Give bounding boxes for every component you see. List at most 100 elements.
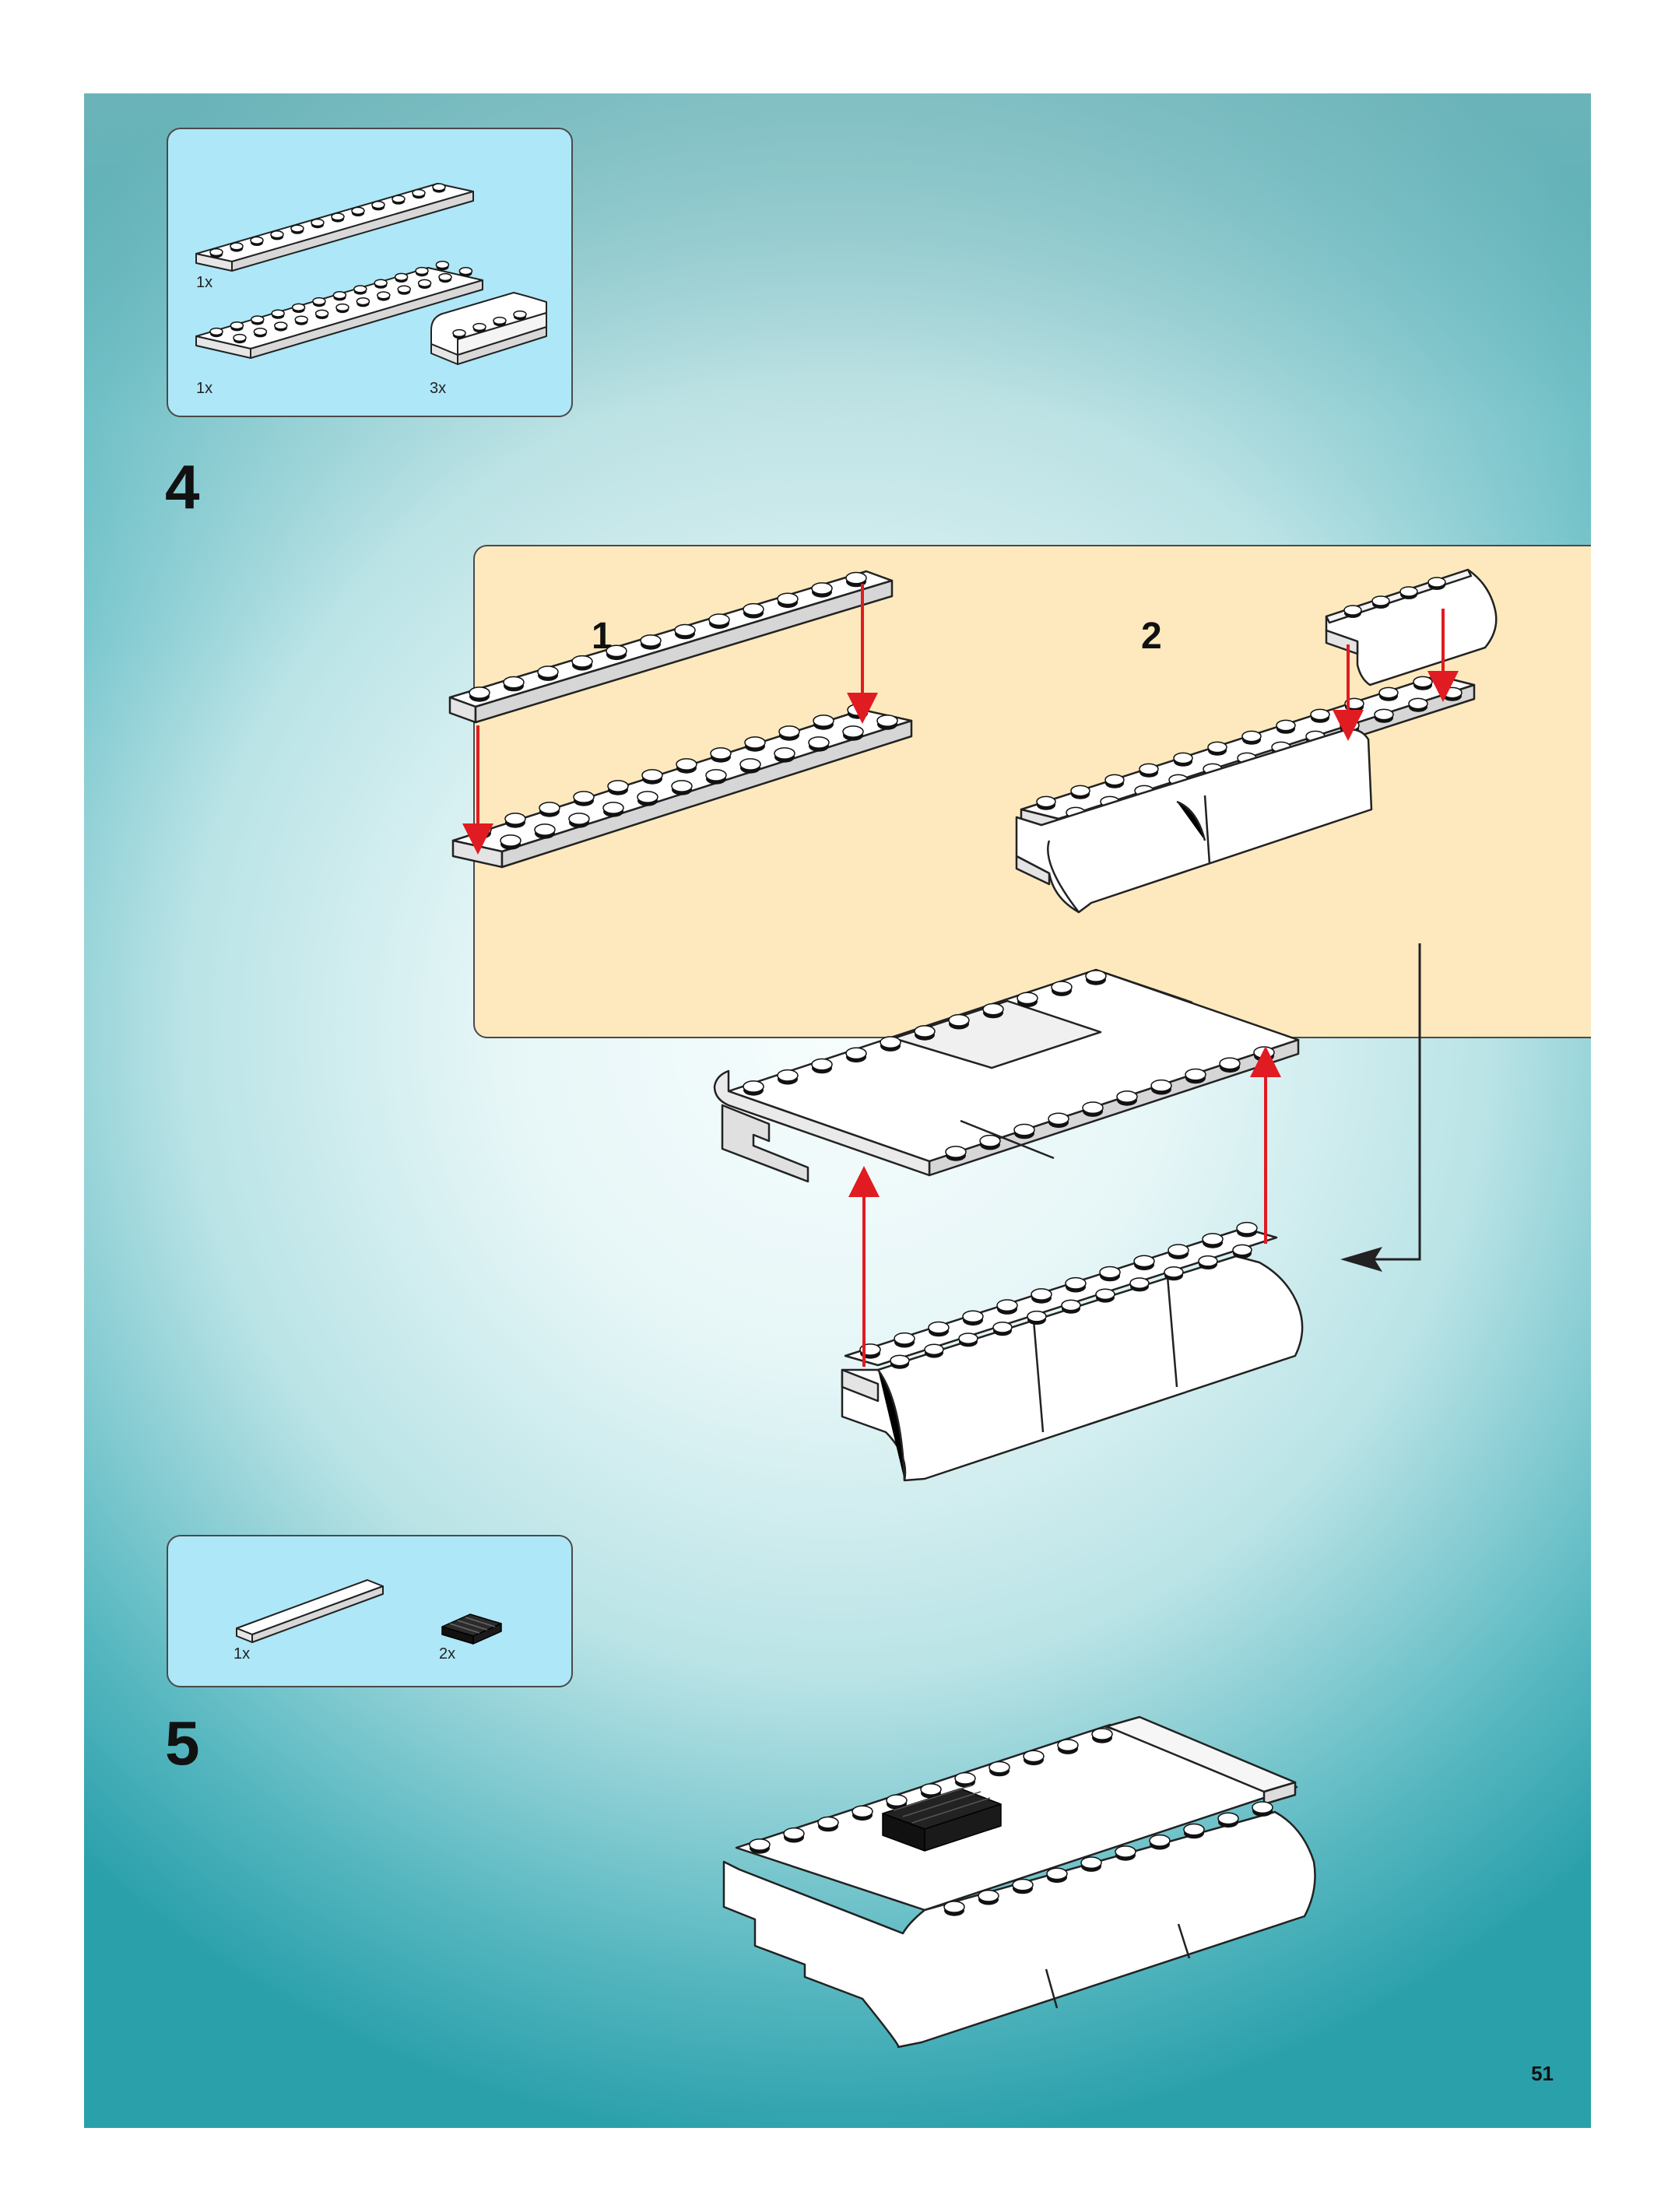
stud-top — [394, 272, 409, 281]
stud-top — [415, 266, 429, 276]
stud-top — [739, 758, 761, 771]
qty-label-tile: 1x — [234, 1645, 251, 1663]
qty-label-plate-2x12: 1x — [196, 380, 213, 397]
step-5-studs — [749, 1728, 1273, 1916]
stud-top — [817, 1816, 839, 1829]
stud-top — [1061, 1299, 1081, 1311]
stud-top — [1139, 763, 1159, 775]
stud-top — [335, 303, 349, 312]
stud-top — [458, 267, 473, 276]
stud-top — [537, 665, 559, 679]
stud-top — [230, 321, 244, 330]
stud-top — [331, 212, 345, 221]
stud-top — [1048, 1112, 1069, 1125]
stud-top — [1413, 676, 1433, 688]
step-4-lower-assembly — [841, 1227, 1304, 1482]
stud-top — [438, 272, 452, 282]
stud-top — [749, 1838, 771, 1851]
stud-top — [1027, 1310, 1047, 1322]
stud-top — [534, 823, 556, 836]
stud-top — [1017, 992, 1038, 1005]
stud-top — [886, 1794, 908, 1807]
stud-top — [1129, 1277, 1150, 1289]
stud-top — [1168, 1244, 1189, 1257]
qty-label-plate-1x12: 1x — [196, 274, 213, 291]
stud-top — [945, 1146, 967, 1158]
stud-top — [852, 1805, 873, 1818]
stud-top — [374, 279, 388, 287]
stud-top — [1115, 1845, 1136, 1858]
stud-top — [253, 328, 268, 336]
stud-top — [371, 201, 385, 209]
stud-top — [500, 834, 521, 847]
connector-arrow — [1368, 943, 1421, 1261]
stud-top — [744, 736, 766, 749]
stud-top — [1253, 1046, 1275, 1059]
stud-top — [1065, 1276, 1087, 1290]
stud-top — [472, 322, 486, 332]
stud-top — [351, 206, 365, 215]
stud-top — [982, 1002, 1004, 1016]
stud-top — [209, 327, 223, 336]
stud-top — [914, 1025, 936, 1038]
stud-top — [1133, 1255, 1155, 1268]
stud-top — [924, 1343, 944, 1356]
stud-top — [928, 1321, 950, 1334]
stud-top — [845, 571, 867, 585]
stud-top — [607, 780, 629, 792]
stud-top — [778, 725, 800, 738]
slope-curved-2x4-icon — [430, 292, 547, 365]
stud-top — [571, 655, 593, 668]
stud-top — [392, 195, 406, 203]
stud-top — [1219, 1057, 1241, 1070]
stud-top — [1057, 1739, 1079, 1752]
stud-top — [988, 1761, 1010, 1774]
stud-top — [1085, 970, 1107, 982]
stud-top — [397, 285, 411, 293]
stud-top — [271, 309, 285, 318]
stud-top — [332, 291, 347, 300]
stud-top — [1252, 1801, 1273, 1814]
stud-top — [1217, 1812, 1239, 1825]
stud-top — [777, 1069, 799, 1082]
stud-top — [1399, 586, 1418, 597]
stud-top — [270, 230, 284, 239]
stud-top — [876, 715, 898, 727]
stud-top — [1276, 719, 1296, 732]
substep-number-2: 2 — [1141, 616, 1162, 657]
stud-top — [676, 758, 697, 771]
stud-top — [954, 1771, 976, 1785]
stud-top — [890, 1354, 910, 1367]
stud-top — [539, 802, 560, 814]
grille-1x2-icon — [441, 1613, 502, 1645]
connector-arrowhead — [1340, 1247, 1382, 1272]
stud-top — [674, 623, 696, 637]
stud-top — [641, 769, 663, 781]
stud-top — [847, 704, 869, 716]
stud-top — [1236, 1221, 1258, 1234]
stud-top — [353, 285, 367, 293]
stud-top — [1150, 1079, 1172, 1092]
stud-top — [1149, 1834, 1171, 1847]
parts-callout-step-4: 1x 1x 3x — [167, 128, 573, 417]
stud-top — [493, 316, 507, 325]
stud-top — [250, 236, 264, 244]
stud-top — [705, 769, 727, 781]
stud-top — [920, 1783, 942, 1796]
stud-top — [1082, 1101, 1104, 1115]
stud-top — [845, 1047, 867, 1060]
stud-top — [513, 310, 527, 319]
stud-top — [743, 1080, 764, 1093]
stud-top — [412, 188, 426, 198]
stud-top — [417, 279, 432, 287]
stud-top — [640, 634, 662, 647]
stud-top — [233, 333, 247, 342]
stud-top — [290, 224, 304, 233]
stud-top — [979, 1134, 1001, 1147]
stud-top — [1442, 686, 1463, 699]
substep-2-slope-studs — [1343, 577, 1446, 618]
step-number-4: 4 — [165, 452, 200, 521]
step-number-5: 5 — [165, 1708, 200, 1778]
stud-top — [1173, 752, 1193, 764]
stud-top — [294, 315, 308, 324]
